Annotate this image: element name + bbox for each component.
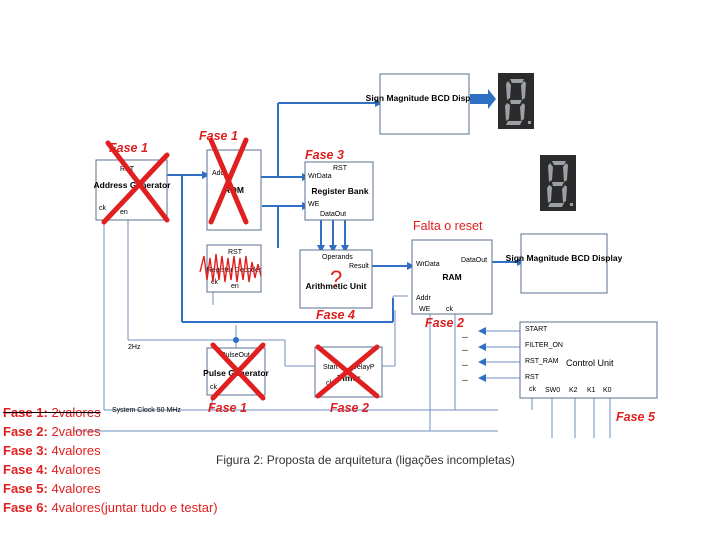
fase-label-ram: Fase 2 — [425, 316, 464, 330]
register-bank-block[interactable]: RST WrData Register Bank WE DataOut — [304, 161, 374, 221]
svg-text:Sign Magnitude BCD Display: Sign Magnitude BCD Display — [506, 253, 623, 263]
data-buses — [167, 102, 520, 323]
svg-text:Addr: Addr — [212, 170, 227, 177]
svg-text:Result: Result — [349, 263, 369, 270]
svg-text:Sign Magnitude BCD Display: Sign Magnitude BCD Display — [366, 93, 483, 103]
clock-2hz-label: 2Hz — [128, 344, 141, 351]
svg-text:K2: K2 — [569, 387, 578, 394]
svg-text:Arithmetic Unit: Arithmetic Unit — [306, 281, 367, 291]
svg-text:WrData: WrData — [416, 261, 440, 268]
fase-label-arithmetic-unit: Fase 4 — [316, 308, 355, 322]
figure-caption: Figura 2: Proposta de arquitetura (ligaç… — [216, 453, 515, 467]
svg-text:WrData: WrData — [308, 173, 332, 180]
fase-label-rom: Fase 1 — [199, 129, 238, 143]
svg-text:ck: ck — [211, 279, 219, 286]
dots-2: ... — [462, 346, 468, 353]
cross-pulse-generator-icon — [210, 342, 266, 401]
fase-label-control-unit: Fase 5 — [616, 410, 656, 424]
svg-text:START: START — [525, 326, 548, 333]
sign-display-right-block[interactable]: Sign Magnitude BCD Display — [506, 233, 623, 294]
svg-text:Start: Start — [323, 364, 338, 371]
dots-3: ... — [462, 361, 468, 368]
arithmetic-unit-block[interactable]: Operands Result Arithmetic Unit ? — [299, 249, 373, 309]
svg-text:ck: ck — [529, 386, 537, 393]
fase-label-pulse-generator: Fase 1 — [208, 401, 247, 415]
pointer-arrow-top-icon — [470, 89, 496, 109]
cross-rom-icon — [208, 137, 249, 225]
svg-text:PulseOut: PulseOut — [221, 352, 250, 359]
cross-timer-icon — [315, 344, 380, 399]
svg-text:DataOut: DataOut — [320, 211, 346, 218]
control-unit-block[interactable]: START FILTER_ON RST_RAM RST Control Unit… — [519, 321, 658, 399]
svg-text:RST_RAM: RST_RAM — [525, 358, 559, 365]
seven-segment-top-icon — [498, 73, 534, 129]
legend-item: Fase 3: 4valores — [3, 443, 101, 458]
svg-text:WE: WE — [419, 306, 431, 313]
legend-item: Fase 5: 4valores — [3, 481, 101, 496]
scribble-register-decoder-icon — [199, 253, 262, 283]
question-mark: ? — [330, 266, 342, 291]
svg-text:K1: K1 — [587, 387, 596, 394]
svg-text:Operands: Operands — [322, 254, 353, 261]
svg-text:SW0: SW0 — [545, 387, 560, 394]
seven-segment-right-icon — [540, 155, 576, 211]
svg-text:Register Bank: Register Bank — [311, 186, 368, 196]
cross-address-generator-icon — [101, 140, 170, 225]
svg-text:K0: K0 — [603, 387, 612, 394]
svg-text:RAM: RAM — [442, 272, 461, 282]
svg-text:RST: RST — [228, 249, 243, 256]
fase-label-timer: Fase 2 — [330, 401, 369, 415]
register-decoder-block[interactable]: RST Register Decoder ck en — [206, 244, 262, 293]
dots-1: ... — [462, 333, 468, 340]
legend-item: Fase 4: 4valores — [3, 462, 101, 477]
svg-text:WE: WE — [308, 201, 320, 208]
svg-text:Register Decoder: Register Decoder — [207, 267, 262, 274]
svg-text:en: en — [120, 209, 128, 216]
svg-text:ck: ck — [210, 384, 218, 391]
legend-item: Fase 2: 2valores — [3, 424, 101, 439]
svg-text:Addr: Addr — [416, 295, 431, 302]
svg-text:ck: ck — [446, 306, 454, 313]
legend-item: Fase 6: 4valores(juntar tudo e testar) — [3, 500, 218, 515]
system-clock-label: System Clock 50 MHz — [112, 407, 181, 414]
svg-text:FILTER_ON: FILTER_ON — [525, 342, 563, 349]
fase-label-address-generator: Fase 1 — [109, 141, 148, 155]
junction-dot — [233, 337, 239, 343]
svg-text:DataOut: DataOut — [461, 257, 487, 264]
arrowheads — [202, 99, 525, 382]
svg-text:en: en — [231, 283, 239, 290]
ram-block[interactable]: WrData DataOut RAM Addr WE ck — [411, 239, 493, 315]
svg-text:RST: RST — [525, 374, 540, 381]
svg-text:Control Unit: Control Unit — [566, 358, 614, 368]
dots-4: ... — [462, 376, 468, 383]
falta-reset-annotation: Falta o reset — [413, 219, 483, 233]
legend-item: Fase 1: 2valores — [3, 405, 101, 420]
svg-text:Timer: Timer — [338, 373, 362, 383]
svg-text:DelayP: DelayP — [352, 364, 375, 371]
phase-legend: Fase 1: 2valores Fase 2: 2valores Fase 3… — [3, 403, 218, 517]
sign-display-top-block[interactable]: Sign Magnitude BCD Display — [366, 73, 483, 135]
svg-text:RST: RST — [333, 165, 348, 172]
svg-text:Address Generator: Address Generator — [94, 180, 172, 190]
svg-text:ck: ck — [99, 205, 107, 212]
fase-label-register-bank: Fase 3 — [305, 148, 344, 162]
